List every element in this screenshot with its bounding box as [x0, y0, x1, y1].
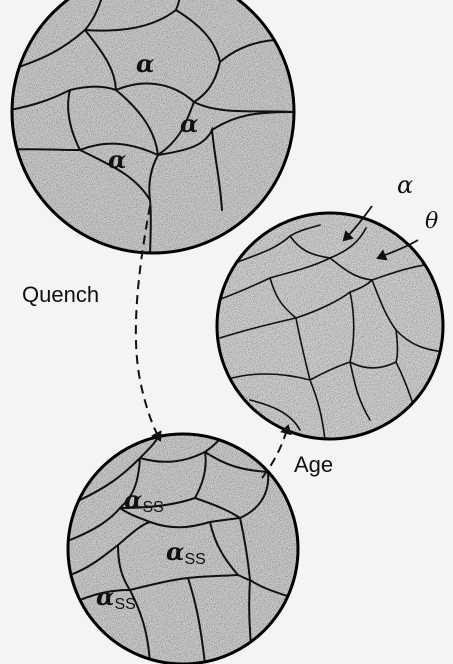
supersaturated-grain-structure: αSS αSS αSS [68, 430, 300, 664]
alpha-label-aged: α [397, 171, 413, 199]
age-label: Age [294, 452, 333, 477]
alpha-ss-sub-2: SS [184, 551, 205, 568]
alpha-ss-base-1: α [124, 485, 142, 514]
alpha-label-top-3: α [108, 145, 126, 174]
alpha-ss-sub-1: SS [142, 499, 163, 516]
alpha-ss-base-2: α [166, 537, 184, 566]
alpha-ss-sub-3: SS [114, 596, 135, 613]
grain-disc-top [12, 0, 294, 253]
alpha-label-top-2: α [180, 109, 198, 138]
alpha-ss-base-3: α [96, 582, 114, 611]
theta-label-aged: θ [425, 209, 438, 234]
quench-label: Quench [22, 282, 99, 307]
alpha-label-top-1: α [136, 49, 154, 78]
